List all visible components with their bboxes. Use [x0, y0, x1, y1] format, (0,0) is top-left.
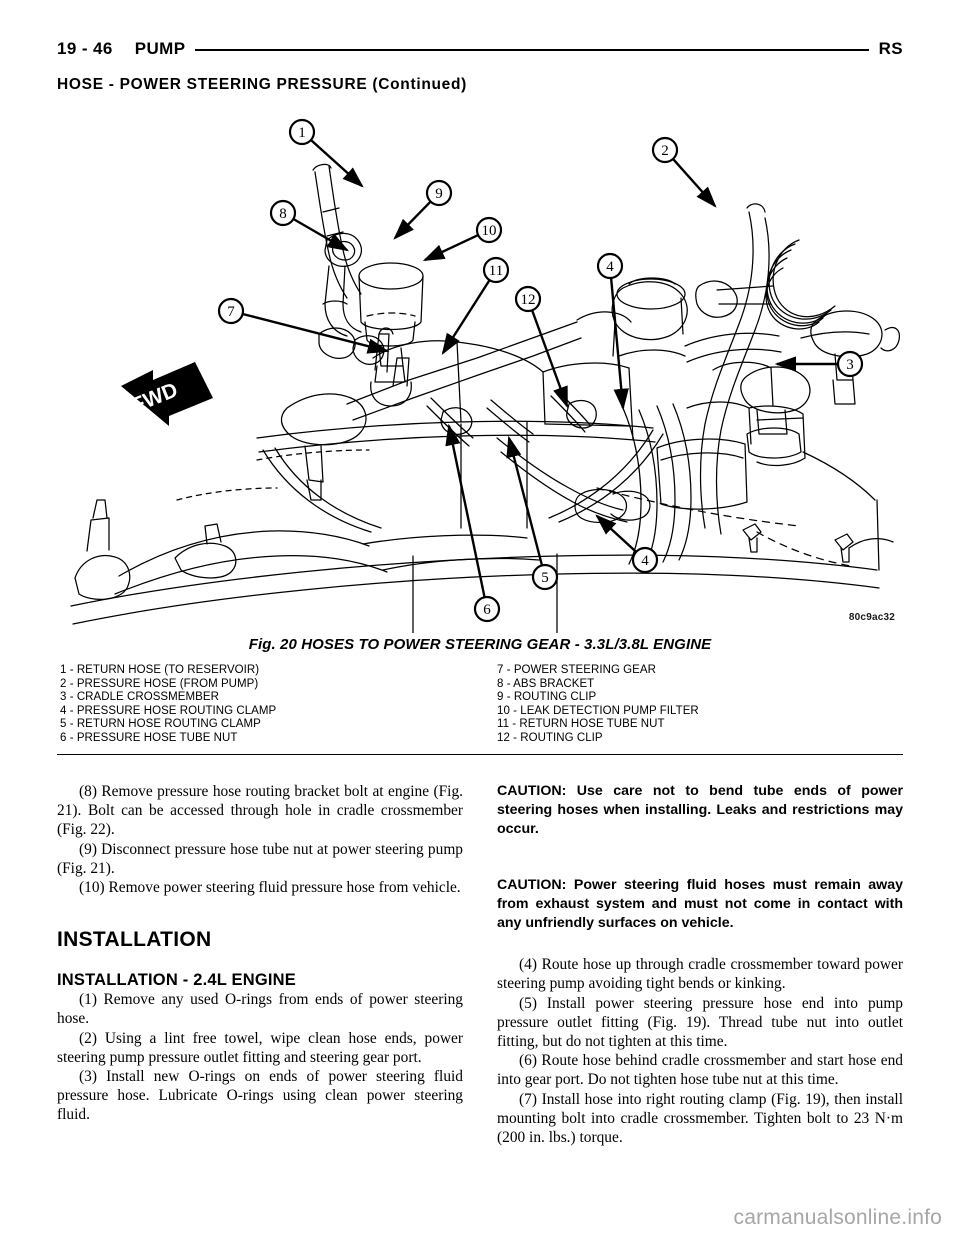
- spacer: [497, 840, 903, 876]
- legend-item: 4 - PRESSURE HOSE ROUTING CLAMP: [60, 704, 277, 717]
- callout-number: 8: [279, 206, 287, 222]
- paragraph-step-5: (5) Install power steering pressure hose…: [497, 994, 903, 1051]
- callout-number: 9: [435, 186, 443, 202]
- callout-number: 4: [606, 259, 614, 275]
- figure-legend: 1 - RETURN HOSE (TO RESERVOIR)2 - PRESSU…: [60, 664, 906, 746]
- legend-column-left: 1 - RETURN HOSE (TO RESERVOIR)2 - PRESSU…: [60, 664, 483, 746]
- figure-caption: Fig. 20 HOSES TO POWER STEERING GEAR - 3…: [248, 636, 712, 653]
- spacer: [497, 933, 903, 955]
- heading-installation: INSTALLATION: [57, 928, 212, 952]
- manual-code: RS: [878, 39, 903, 58]
- callout-leader-line: [422, 234, 479, 262]
- body-column-left: (8) Remove pressure hose routing bracket…: [57, 782, 463, 1125]
- legend-item: 7 - POWER STEERING GEAR: [497, 664, 656, 676]
- legend-item: 1 - RETURN HOSE (TO RESERVOIR): [60, 664, 260, 676]
- callout-bubble-5: [531, 563, 559, 591]
- paragraph-step-10: (10) Remove power steering fluid pressur…: [79, 879, 461, 897]
- legend-item: 11 - RETURN HOSE TUBE NUT: [497, 718, 665, 731]
- callout-leader-line: [242, 312, 390, 354]
- subject-heading: HOSE - POWER STEERING PRESSURE (Continue…: [57, 76, 468, 93]
- body-column-right: CAUTION: Use care not to bend tube ends …: [497, 782, 903, 1147]
- legend-item: 2 - PRESSURE HOSE (FROM PUMP): [60, 677, 259, 690]
- callout-leader-line: [292, 217, 350, 252]
- callout-bubble-4: [631, 546, 659, 574]
- callout-bubble-7: [217, 297, 245, 325]
- callout-leader-line: [609, 277, 629, 411]
- paragraph-step-4: (4) Route hose up through cradle crossme…: [497, 956, 903, 993]
- callout-number: 12: [521, 292, 536, 308]
- callout-leader-line: [672, 158, 717, 208]
- paragraph-step-7: (7) Install hose into right routing clam…: [497, 1090, 903, 1147]
- caution-block-2: CAUTION: Power steering fluid hoses must…: [497, 876, 903, 932]
- callout-bubble-2: [651, 136, 679, 164]
- legend-item: 3 - CRADLE CROSSMEMBER: [60, 691, 219, 704]
- legend-item: 5 - RETURN HOSE ROUTING CLAMP: [60, 718, 261, 731]
- paragraph-step-1: (1) Remove any used O-rings from ends of…: [57, 991, 463, 1028]
- callout-leader-line: [530, 309, 569, 409]
- callout-leader-line: [441, 279, 491, 356]
- paragraph-step-8: (8) Remove pressure hose routing bracket…: [57, 783, 463, 839]
- site-watermark: carmanualsonline.info: [733, 1206, 942, 1229]
- callout-number: 11: [489, 263, 503, 279]
- figure-art-code: 80c9ac32: [848, 612, 895, 623]
- legend-item: 8 - ABS BRACKET: [497, 677, 595, 690]
- spacer: [57, 952, 463, 970]
- callout-bubble-12: [514, 285, 542, 313]
- paragraph-step-6: (6) Route hose behind cradle crossmember…: [497, 1052, 903, 1089]
- callout-bubble-6: [473, 595, 501, 623]
- callout-bubble-9: [425, 179, 453, 207]
- callout-leader-line: [595, 514, 637, 553]
- callout-number: 10: [482, 223, 497, 239]
- legend-item: 9 - ROUTING CLIP: [497, 691, 597, 704]
- caution-block-1: CAUTION: Use care not to bend tube ends …: [497, 783, 903, 838]
- legend-divider-rule: [57, 754, 903, 755]
- callout-bubble-3: [836, 350, 864, 378]
- spacer: [57, 897, 463, 927]
- callout-number: 3: [846, 357, 854, 373]
- callout-leader-line: [445, 423, 486, 598]
- page-folio: 19 - 46: [57, 39, 113, 58]
- legend-item: 6 - PRESSURE HOSE TUBE NUT: [60, 731, 238, 744]
- callout-bubble-1: [288, 118, 316, 146]
- page-header: 19 - 46 PUMP RS: [57, 36, 903, 62]
- callout-leader-line: [310, 139, 364, 188]
- callout-number: 6: [483, 602, 491, 618]
- heading-installation-24l: INSTALLATION - 2.4L ENGINE: [57, 971, 296, 990]
- callout-bubble-4: [596, 252, 624, 280]
- paragraph-step-3: (3) Install new O-rings on ends of power…: [57, 1068, 463, 1124]
- callout-leader-line: [393, 200, 432, 240]
- fwd-arrow-icon: FWD: [121, 362, 213, 426]
- paragraph-step-2: (2) Using a lint free towel, wipe clean …: [57, 1029, 463, 1066]
- header-rule: [195, 49, 869, 51]
- callout-number: 5: [541, 570, 549, 586]
- callout-number: 2: [661, 143, 669, 159]
- paragraph-step-9: (9) Disconnect pressure hose tube nut at…: [57, 840, 463, 877]
- callout-number: 7: [227, 304, 235, 320]
- legend-item: 10 - LEAK DETECTION PUMP FILTER: [497, 704, 699, 717]
- callout-bubble-11: [482, 256, 510, 284]
- callout-number: 1: [298, 125, 306, 141]
- legend-item: 12 - ROUTING CLIP: [497, 731, 603, 744]
- callout-bubble-8: [269, 199, 297, 227]
- section-title: PUMP: [134, 39, 186, 58]
- callout-number: 4: [641, 553, 649, 569]
- callout-leader-line: [506, 435, 544, 566]
- callout-bubble-10: [475, 216, 503, 244]
